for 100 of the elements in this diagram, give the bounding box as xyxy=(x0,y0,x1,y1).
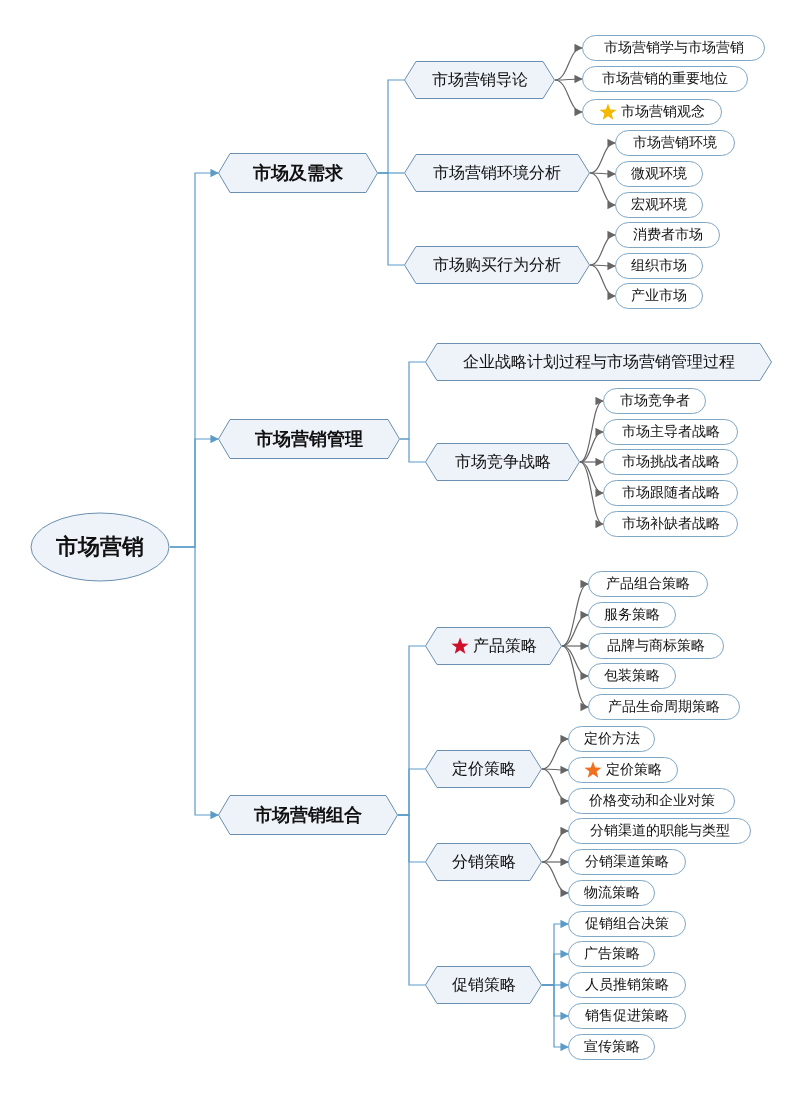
leaf-pill xyxy=(603,419,738,445)
arrow xyxy=(541,857,569,867)
arrow xyxy=(589,172,616,208)
node-label: 市场营销学与市场营销 xyxy=(603,39,744,57)
topic-hexagon xyxy=(218,419,400,459)
leaf-pill xyxy=(603,511,738,537)
arrow xyxy=(579,461,604,525)
node-label: 市场营销观念 xyxy=(621,103,705,121)
node-label: 市场竞争者 xyxy=(619,392,690,410)
leaf-pill xyxy=(568,757,678,783)
arrow xyxy=(589,169,616,179)
subtopic-hexagon xyxy=(425,750,542,788)
leaf-pill xyxy=(588,602,676,628)
node-label: 销售促进策略 xyxy=(585,1007,669,1025)
node-label: 市场营销组合 xyxy=(254,803,362,827)
leaf-pill xyxy=(582,99,722,125)
arrow xyxy=(554,74,583,84)
arrow xyxy=(561,582,589,647)
node-label: 市场营销导论 xyxy=(431,69,528,91)
topic-hexagon xyxy=(218,153,378,193)
node-label: 组织市场 xyxy=(631,257,687,275)
node-label: 市场营销管理 xyxy=(255,427,363,451)
leaf-pill xyxy=(588,571,708,597)
connector-line xyxy=(399,438,426,463)
arrow xyxy=(579,461,604,496)
leaf-pill xyxy=(568,818,751,844)
leaf-pill xyxy=(588,633,724,659)
leaf-pill xyxy=(568,1034,655,1060)
leaf-pill xyxy=(568,972,686,998)
arrow xyxy=(561,641,589,651)
node-label: 定价策略 xyxy=(451,758,516,780)
node-label: 市场及需求 xyxy=(253,161,343,185)
arrow xyxy=(541,861,569,896)
subtopic-hexagon xyxy=(404,246,590,284)
node-label: 定价策略 xyxy=(606,761,662,779)
root-ellipse xyxy=(30,512,170,582)
subtopic-hexagon xyxy=(404,61,555,99)
subtopic-hexagon xyxy=(425,343,772,381)
node-label: 宏观环境 xyxy=(631,196,687,214)
leaf-pill xyxy=(568,788,735,814)
node-label: 市场补缺者战略 xyxy=(621,515,720,533)
node-label: 企业战略计划过程与市场营销管理过程 xyxy=(462,351,735,373)
node-label: 产品策略 xyxy=(472,635,537,657)
connector-line xyxy=(397,814,426,986)
node-label: 市场主导者战略 xyxy=(621,423,720,441)
leaf-pill xyxy=(615,222,720,248)
node-label: 市场营销 xyxy=(56,533,144,561)
leaf-pill xyxy=(603,388,706,414)
node-label: 市场营销的重要地位 xyxy=(602,70,728,88)
leaf-pill xyxy=(615,161,703,187)
subtopic-hexagon xyxy=(425,443,580,481)
leaf-pill xyxy=(582,35,765,61)
leaf-pill xyxy=(615,283,703,309)
node-label: 物流策略 xyxy=(583,884,640,902)
node-label: 广告策略 xyxy=(583,945,640,963)
node-label: 市场跟随者战略 xyxy=(621,484,720,502)
node-label: 定价方法 xyxy=(583,730,640,748)
leaf-pill xyxy=(568,726,655,752)
subtopic-hexagon xyxy=(404,154,590,192)
leaf-pill xyxy=(568,1003,686,1029)
node-label: 微观环境 xyxy=(631,165,687,183)
subtopic-hexagon xyxy=(425,627,562,665)
node-label: 宣传策略 xyxy=(583,1038,640,1056)
node-label: 市场购买行为分析 xyxy=(433,254,561,276)
node-label: 产品组合策略 xyxy=(606,575,690,593)
arrow xyxy=(541,765,569,775)
leaf-pill xyxy=(603,449,738,475)
arrow xyxy=(561,645,589,709)
node-label: 促销策略 xyxy=(451,974,516,996)
node-label: 分销策略 xyxy=(451,851,516,873)
leaf-pill xyxy=(568,911,686,937)
connector-line xyxy=(377,172,405,266)
subtopic-hexagon xyxy=(425,966,542,1004)
node-label: 消费者市场 xyxy=(632,226,703,244)
leaf-pill xyxy=(615,253,703,279)
leaf-pill xyxy=(603,480,738,506)
node-label: 包装策略 xyxy=(604,667,660,685)
arrow xyxy=(541,768,569,804)
arrow xyxy=(589,261,616,271)
node-label: 产业市场 xyxy=(631,287,687,305)
node-label: 价格变动和企业对策 xyxy=(588,792,715,810)
topic-hexagon xyxy=(218,795,398,835)
node-label: 分销渠道策略 xyxy=(585,853,669,871)
subtopic-hexagon xyxy=(425,843,542,881)
arrow xyxy=(561,645,589,679)
node-label: 服务策略 xyxy=(604,606,660,624)
node-label: 产品生命周期策略 xyxy=(608,698,720,716)
leaf-pill xyxy=(588,663,676,689)
node-label: 市场挑战者战略 xyxy=(621,453,720,471)
leaf-pill xyxy=(615,130,735,156)
node-label: 分销渠道的职能与类型 xyxy=(589,822,730,840)
node-label: 促销组合决策 xyxy=(585,915,669,933)
arrow xyxy=(169,546,219,820)
leaf-pill xyxy=(568,849,686,875)
leaf-pill xyxy=(582,66,748,92)
leaf-pill xyxy=(568,880,655,906)
node-label: 市场营销环境 xyxy=(633,134,717,152)
node-label: 人员推销策略 xyxy=(585,976,669,994)
arrow xyxy=(554,79,583,115)
node-label: 市场营销环境分析 xyxy=(433,162,561,184)
